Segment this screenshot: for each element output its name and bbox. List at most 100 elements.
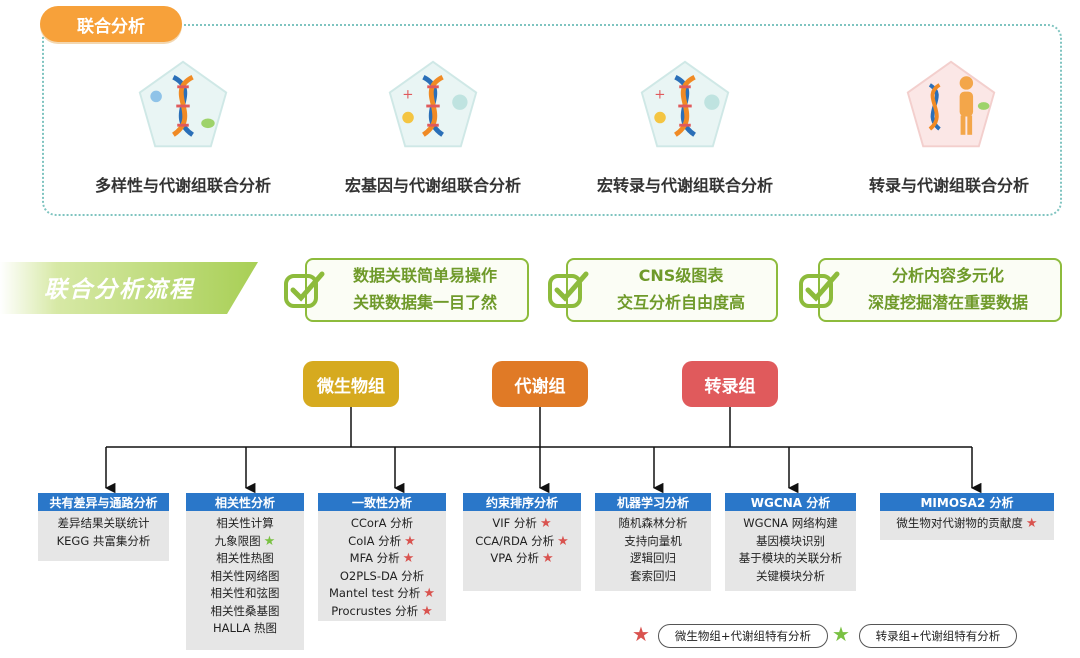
check-icon — [548, 271, 589, 308]
analysis-item-label: MFA 分析 — [349, 551, 400, 565]
analysis-item-label: CoIA 分析 — [348, 533, 402, 548]
red-star-icon: ★ — [423, 586, 436, 601]
feature-text: 分析内容多元化 深度挖掘潜在重要数据 — [836, 262, 1060, 316]
analysis-box-title: 约束排序分析 — [463, 493, 581, 511]
card-metatranscriptome: + — [637, 58, 733, 158]
dna-human-icon — [906, 60, 996, 148]
feature-card — [305, 258, 529, 322]
dna-gene-icon: + — [388, 60, 478, 148]
legend-red: 微生物组+代谢组特有分析 — [658, 624, 828, 648]
feature-line1: 分析内容多元化 — [891, 266, 1004, 285]
analysis-item: 套索回归 — [630, 568, 676, 583]
analysis-item: HALLA 热图 — [212, 621, 278, 635]
dna-microbe-icon — [138, 60, 228, 148]
card-metatranscriptome-label: 宏转录与代谢组联合分析 — [596, 176, 773, 195]
analysis-box: MIMOSA2 分析 微生物对代谢物的贡献度★ — [880, 493, 1054, 540]
analysis-box: 一致性分析 CCorA 分析 CoIA 分析★ MFA 分析★ O2PLS-DA… — [318, 493, 446, 621]
analysis-item: 差异结果关联统计 — [57, 516, 150, 530]
analysis-item: MFA 分析★ — [318, 550, 446, 568]
legend-green: 转录组+代谢组特有分析 — [859, 624, 1017, 648]
analysis-item: CCorA 分析 — [350, 516, 414, 530]
analysis-item: VIF 分析★ — [463, 515, 581, 533]
analysis-box: WGCNA 分析 WGCNA 网络构建 基因模块识别 基于模块的关联分析 关键模… — [725, 493, 856, 591]
analysis-item: 支持向量机 — [624, 533, 682, 548]
analysis-item: VPA 分析★ — [463, 550, 581, 568]
analysis-item: 基因模块识别 — [756, 533, 825, 548]
feature-card — [818, 258, 1062, 322]
analysis-item: 逻辑回归 — [630, 551, 676, 565]
feature-line2: 深度挖掘潜在重要数据 — [867, 293, 1028, 312]
analysis-box-title: MIMOSA2 分析 — [880, 493, 1054, 511]
analysis-item-label: VPA 分析 — [490, 551, 539, 565]
analysis-item: 相关性计算 — [216, 516, 274, 530]
analysis-box-title: 共有差异与通路分析 — [38, 493, 169, 511]
analysis-item: O2PLS-DA 分析 — [339, 568, 425, 583]
analysis-box: 机器学习分析 随机森林分析 支持向量机 逻辑回归 套索回归 — [595, 493, 711, 591]
analysis-item-label: 九象限图 — [214, 533, 261, 548]
analysis-box-title: WGCNA 分析 — [725, 493, 856, 511]
red-star-icon: ★ — [541, 551, 554, 566]
red-star-icon: ★ — [421, 603, 433, 619]
analysis-item: CoIA 分析★ — [318, 533, 446, 551]
feature-line2: 关联数据集一目了然 — [352, 293, 497, 312]
check-icon — [799, 271, 840, 308]
red-star-icon: ★ — [402, 551, 415, 566]
analysis-box: 约束排序分析 VIF 分析★ CCA/RDA 分析★ VPA 分析★ — [463, 493, 581, 591]
analysis-item: 关键模块分析 — [756, 568, 825, 583]
card-metagenome-label: 宏基因与代谢组联合分析 — [344, 176, 521, 195]
analysis-box-title: 机器学习分析 — [595, 493, 711, 511]
card-diversity — [135, 58, 231, 158]
analysis-item-label: Procrustes 分析 — [331, 603, 419, 618]
feature-text: CNS级图表 交互分析自由度高 — [586, 262, 776, 316]
red-star-icon: ★ — [557, 533, 569, 549]
analysis-item: 微生物对代谢物的贡献度★ — [880, 515, 1054, 533]
flow-banner — [0, 262, 258, 314]
analysis-item: 九象限图★ — [186, 533, 304, 551]
svg-text:+: + — [402, 87, 413, 102]
check-icon — [284, 271, 325, 308]
feature-card — [566, 258, 778, 322]
red-star-icon: ★ — [1025, 516, 1038, 531]
analysis-item: CCA/RDA 分析★ — [463, 533, 581, 551]
analysis-item: Procrustes 分析★ — [318, 603, 446, 621]
joint-analysis-frame — [42, 24, 1062, 216]
analysis-item: 基于模块的关联分析 — [738, 551, 843, 565]
analysis-box: 相关性分析 相关性计算 九象限图★ 相关性热图 相关性网络图 相关性和弦图 相关… — [186, 493, 304, 650]
feature-line1: CNS级图表 — [638, 266, 724, 285]
red-star-icon: ★ — [404, 533, 416, 549]
analysis-item: WGCNA 网络构建 — [743, 516, 838, 530]
red-star-icon: ★ — [539, 516, 552, 531]
analysis-item-label: VIF 分析 — [492, 516, 537, 530]
analysis-item-label: Mantel test 分析 — [328, 586, 421, 600]
analysis-item: Mantel test 分析★ — [318, 585, 446, 603]
feature-text: 数据关联简单易操作 关联数据集一目了然 — [322, 262, 528, 316]
red-star-icon: ★ — [632, 622, 650, 646]
analysis-box: 共有差异与通路分析 差异结果关联统计 KEGG 共富集分析 — [38, 493, 169, 561]
flow-banner-title: 联合分析流程 — [44, 277, 194, 303]
svg-text:+: + — [654, 87, 665, 102]
omics-transcriptome: 转录组 — [682, 361, 778, 407]
analysis-item: 相关性桑基图 — [210, 603, 280, 618]
card-metagenome: + — [385, 58, 481, 158]
analysis-item: KEGG 共富集分析 — [56, 533, 151, 548]
analysis-item: 相关性和弦图 — [210, 586, 280, 600]
green-star-icon: ★ — [263, 533, 276, 549]
analysis-item: 相关性热图 — [216, 551, 274, 565]
omics-microbiome: 微生物组 — [303, 361, 399, 407]
analysis-item: 随机森林分析 — [618, 516, 688, 530]
analysis-box-title: 相关性分析 — [186, 493, 304, 511]
dna-transcript-icon: + — [640, 60, 730, 148]
green-star-icon: ★ — [832, 622, 850, 646]
card-transcriptome-label: 转录与代谢组联合分析 — [868, 176, 1029, 195]
analysis-item-label: 微生物对代谢物的贡献度 — [896, 516, 1023, 530]
omics-metabolome: 代谢组 — [492, 361, 588, 407]
analysis-item-label: CCA/RDA 分析 — [475, 533, 555, 548]
analysis-item: 相关性网络图 — [210, 568, 280, 583]
feature-line2: 交互分析自由度高 — [616, 293, 745, 312]
feature-line1: 数据关联简单易操作 — [352, 266, 497, 285]
card-transcriptome — [903, 58, 999, 158]
card-diversity-label: 多样性与代谢组联合分析 — [94, 176, 271, 195]
joint-analysis-badge: 联合分析 — [40, 6, 182, 42]
analysis-box-title: 一致性分析 — [318, 493, 446, 511]
